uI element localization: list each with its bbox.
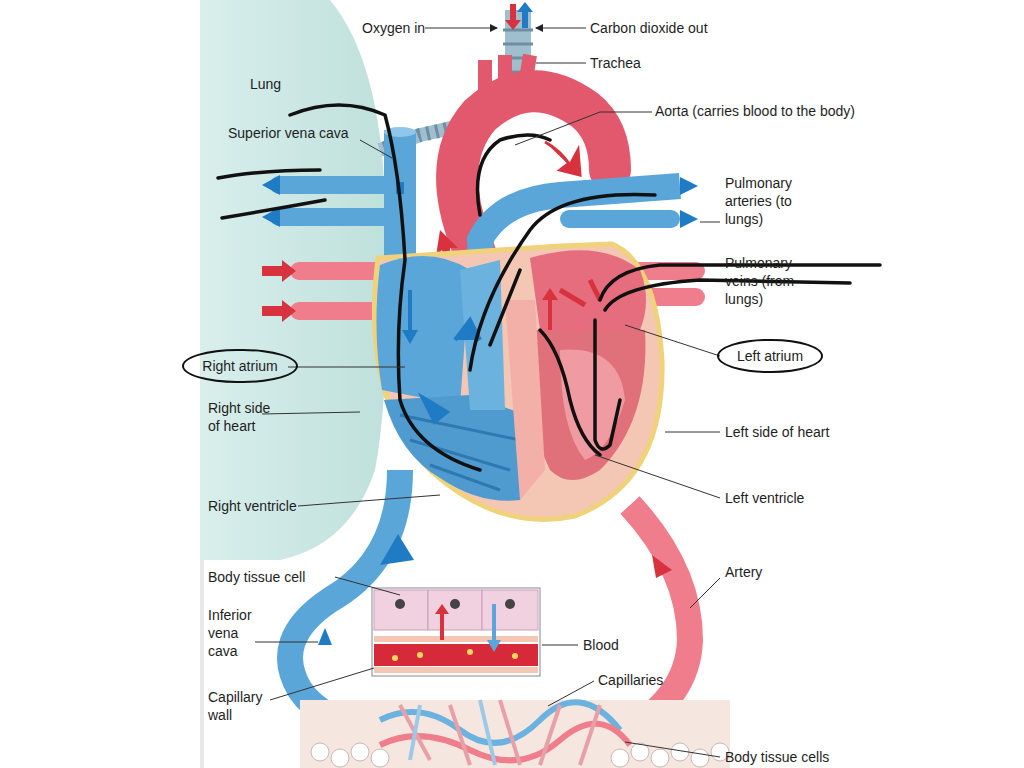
part-label: Lung [250, 75, 281, 93]
part-label: Artery [725, 563, 762, 581]
part-label: Oxygen in [362, 19, 425, 37]
part-label: Capillaries [598, 671, 663, 689]
aorta-branches [485, 55, 530, 95]
heart [374, 244, 662, 519]
blood-inset [372, 588, 540, 676]
capillary-bed [300, 700, 730, 768]
circled-label-text: Left atrium [737, 347, 803, 365]
part-label: Pulmonary veins (from lungs) [725, 254, 807, 309]
circled-label-text: Right atrium [202, 357, 277, 375]
part-label: Pulmonary arteries (to lungs) [725, 174, 801, 229]
marker-strokes [218, 105, 880, 470]
part-label: Trachea [590, 54, 641, 72]
part-label: Capillary wall [208, 688, 270, 724]
frame-edge [200, 560, 204, 768]
circled-label: Right atrium [182, 349, 297, 383]
part-label: Aorta (carries blood to the body) [655, 102, 855, 120]
part-label: Left side of heart [725, 423, 829, 441]
part-label: Inferior vena cava [208, 606, 260, 661]
part-label: Superior vena cava [228, 124, 349, 142]
part-label: Right ventricle [208, 497, 297, 515]
part-label: Left ventricle [725, 489, 804, 507]
circled-label: Left atrium [717, 339, 823, 373]
part-label: Right side of heart [208, 399, 274, 435]
part-label: Carbon dioxide out [590, 19, 708, 37]
part-label: Body tissue cell [208, 568, 305, 586]
part-label: Body tissue cells [725, 748, 829, 766]
part-label: Blood [583, 636, 619, 654]
